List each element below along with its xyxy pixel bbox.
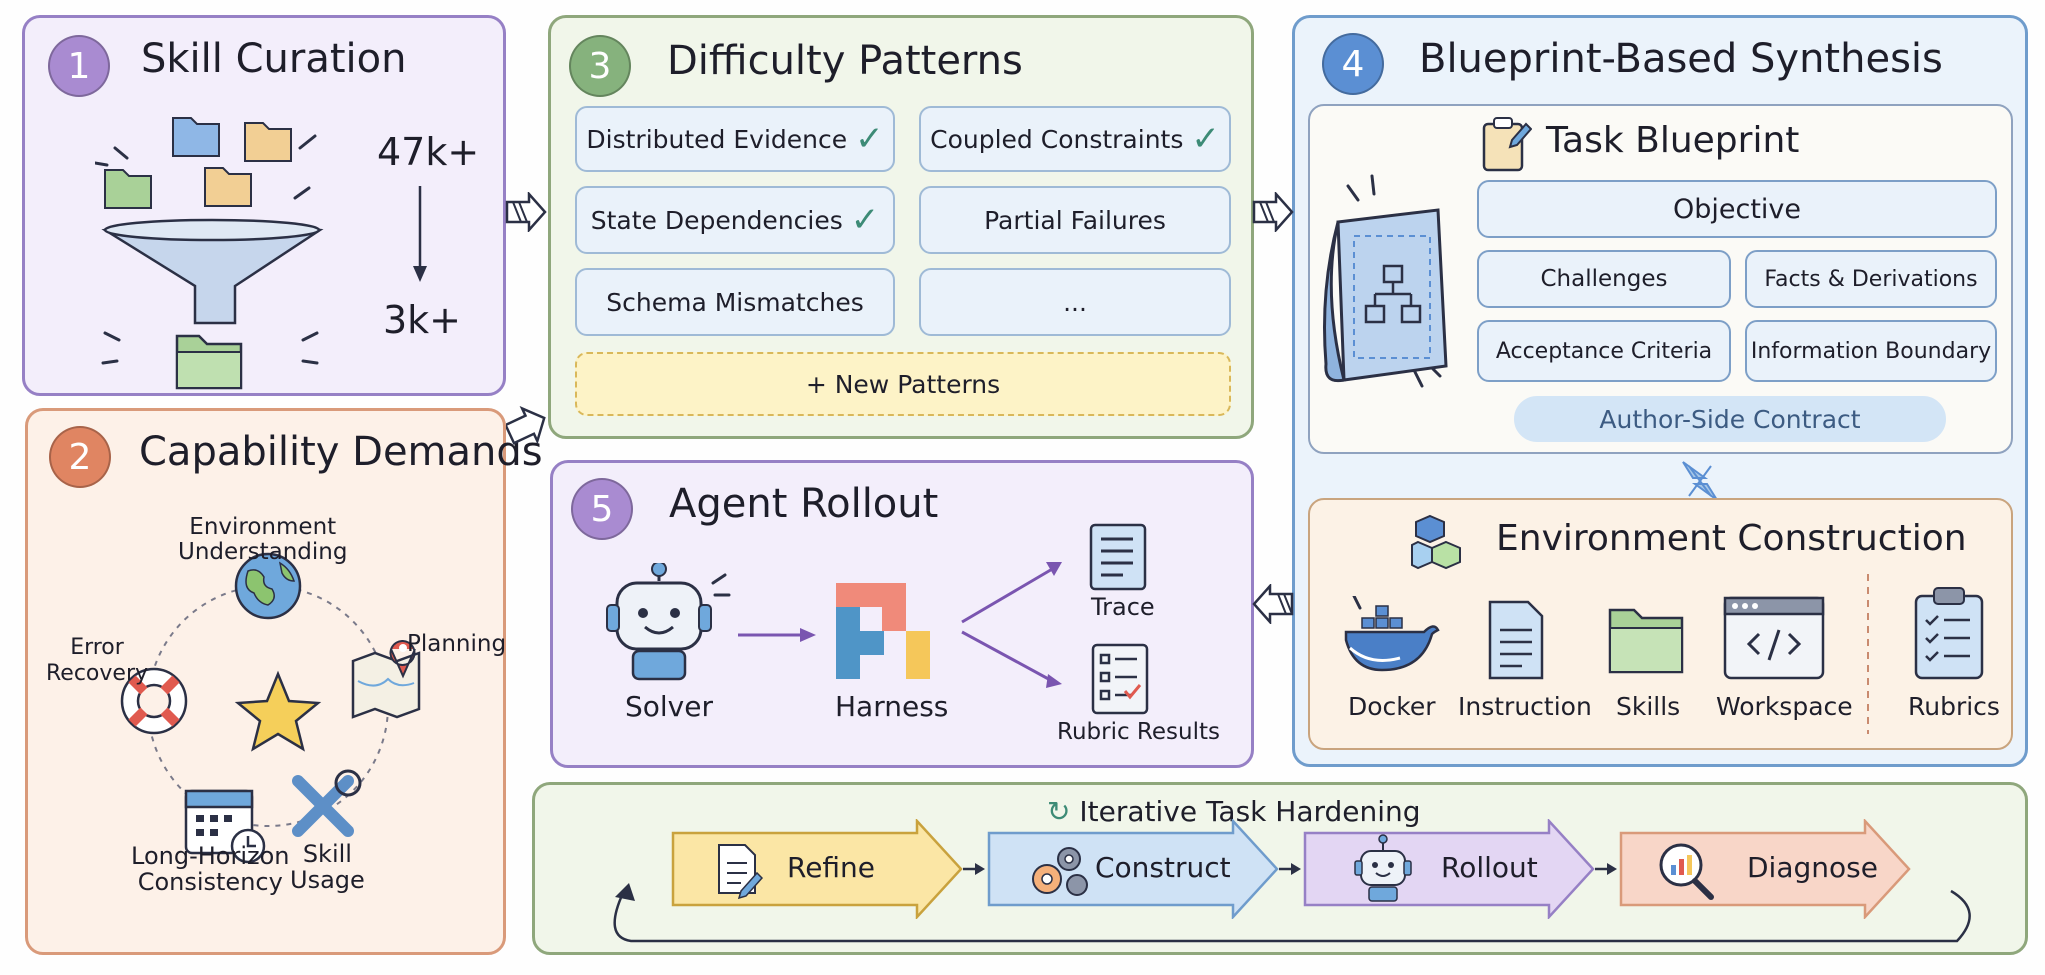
step-badge-1: 1 <box>48 35 110 97</box>
connector-arrow <box>505 192 547 232</box>
error-recovery-label: Error Recovery <box>46 635 149 686</box>
cubes-icon <box>1411 514 1461 570</box>
env-item-rubrics: Rubrics <box>1908 692 2000 721</box>
hardening-loop-arrow <box>613 883 1971 943</box>
instruction-document-icon <box>1488 600 1544 680</box>
iterative-hardening-panel: ↻ Iterative Task Hardening Refine Constr… <box>532 782 2028 955</box>
refresh-icon: ↻ <box>1047 795 1071 828</box>
rubric-results-icon <box>1091 643 1149 715</box>
pattern-ellipsis: ... <box>919 268 1231 336</box>
task-blueprint-title: Task Blueprint <box>1546 120 1800 161</box>
step-badge-3: 3 <box>569 35 631 97</box>
hardening-title: ↻ Iterative Task Hardening <box>1047 795 1421 828</box>
connector-arrow <box>1252 584 1294 624</box>
stage-arrow <box>963 863 985 875</box>
harness-label: Harness <box>835 690 949 723</box>
docker-whale-icon <box>1344 596 1440 672</box>
skill-curation-panel: 1 Skill Curation 47k+ 3k+ <box>22 15 506 396</box>
environment-construction-subpanel: Environment Construction <box>1308 498 2013 750</box>
panel-title: Capability Demands <box>139 429 543 475</box>
environment-construction-title: Environment Construction <box>1496 518 1967 559</box>
workspace-code-icon <box>1723 596 1825 680</box>
acceptance-criteria-box: Acceptance Criteria <box>1477 320 1731 382</box>
skills-folder-icon <box>1608 608 1684 674</box>
pattern-state-dependencies: State Dependencies✓ <box>575 186 895 254</box>
rubric-results-label: Rubric Results <box>1057 719 1220 745</box>
divider-dashed <box>1867 574 1869 734</box>
panel-title: Difficulty Patterns <box>667 38 1023 84</box>
blueprint-scroll-icon <box>1323 174 1448 388</box>
pattern-partial-failures: Partial Failures <box>919 186 1231 254</box>
env-understanding-label: Environment Understanding <box>178 514 348 565</box>
funnel-folders-icon <box>95 117 324 390</box>
panel-title: Blueprint-Based Synthesis <box>1419 36 1943 82</box>
stage-arrow <box>1595 863 1617 875</box>
down-arrow-icon <box>413 186 427 282</box>
rubrics-clipboard-icon <box>1914 587 1984 680</box>
step-badge-5: 5 <box>571 478 633 540</box>
trace-label: Trace <box>1091 593 1155 621</box>
clipboard-pencil-icon <box>1482 117 1532 172</box>
difficulty-patterns-panel: 3 Difficulty Patterns Distributed Eviden… <box>548 15 1254 439</box>
objective-box: Objective <box>1477 180 1997 238</box>
long-horizon-label: Long-Horizon Consistency <box>131 842 290 896</box>
skill-count-end: 3k+ <box>383 298 462 342</box>
env-item-instruction: Instruction <box>1458 692 1592 721</box>
panel-title: Agent Rollout <box>669 481 939 527</box>
solver-label: Solver <box>625 690 713 723</box>
task-blueprint-subpanel: Task Blueprint Objective Challenges Fact… <box>1308 104 2013 454</box>
pattern-schema-mismatches: Schema Mismatches <box>575 268 895 336</box>
stage-construct-label: Construct <box>1095 851 1231 884</box>
stage-arrow <box>1279 863 1301 875</box>
robot-solver-icon <box>606 563 731 681</box>
stage-diagnose-label: Diagnose <box>1747 851 1878 884</box>
step-badge-2: 2 <box>49 426 111 488</box>
stage-construct <box>987 819 1279 919</box>
author-side-contract-pill: Author-Side Contract <box>1514 396 1946 442</box>
blueprint-synthesis-panel: 4 Blueprint-Based Synthesis Task Bluepri… <box>1292 15 2028 767</box>
solver-to-harness-arrow <box>738 628 816 642</box>
skill-usage-label: Skill Usage <box>290 840 365 894</box>
env-item-workspace: Workspace <box>1716 692 1853 721</box>
agent-rollout-panel: 5 Agent Rollout Solver Harness Trace <box>550 460 1254 768</box>
trace-document-icon <box>1089 523 1147 591</box>
env-item-skills: Skills <box>1616 692 1681 721</box>
check-icon: ✓ <box>855 119 884 159</box>
pattern-coupled-constraints: Coupled Constraints✓ <box>919 106 1231 172</box>
stage-rollout-label: Rollout <box>1441 851 1538 884</box>
skill-count-start: 47k+ <box>377 130 480 174</box>
connector-arrow <box>506 406 546 445</box>
planning-label: Planning <box>407 631 507 657</box>
stage-refine-label: Refine <box>787 851 876 884</box>
facts-derivations-box: Facts & Derivations <box>1745 250 1997 308</box>
capability-demands-panel: 2 Capability Demands Environment Underst… <box>25 408 543 955</box>
harness-split-arrows <box>961 562 1062 688</box>
harness-logo-icon <box>836 583 930 679</box>
env-item-docker: Docker <box>1348 692 1436 721</box>
exchange-arrows-icon <box>1682 461 1718 501</box>
new-patterns-box: + New Patterns <box>575 352 1231 416</box>
panel-title: Skill Curation <box>141 36 407 82</box>
connector-arrow <box>1252 192 1294 232</box>
capability-wheel-diagram <box>120 552 421 864</box>
stage-rollout <box>1303 819 1595 919</box>
stage-diagnose <box>1619 819 1911 919</box>
check-icon: ✓ <box>1191 119 1220 159</box>
check-icon: ✓ <box>850 200 880 240</box>
step-badge-4: 4 <box>1322 33 1384 95</box>
pattern-distributed-evidence: Distributed Evidence✓ <box>575 106 895 172</box>
information-boundary-box: Information Boundary <box>1745 320 1997 382</box>
stage-refine <box>671 819 963 919</box>
challenges-box: Challenges <box>1477 250 1731 308</box>
